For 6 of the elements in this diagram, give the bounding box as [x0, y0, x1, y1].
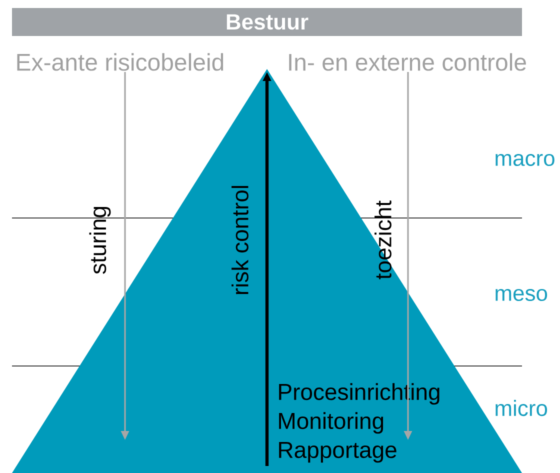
edge-label: toezicht — [374, 200, 392, 280]
edge-label: risk control — [232, 186, 248, 294]
header-band: Bestuur — [12, 8, 522, 36]
edge-label: sturing — [89, 206, 111, 274]
column-heading: In- en externe controle — [289, 53, 526, 71]
column-heading: Ex-ante risicobeleid — [17, 53, 224, 71]
